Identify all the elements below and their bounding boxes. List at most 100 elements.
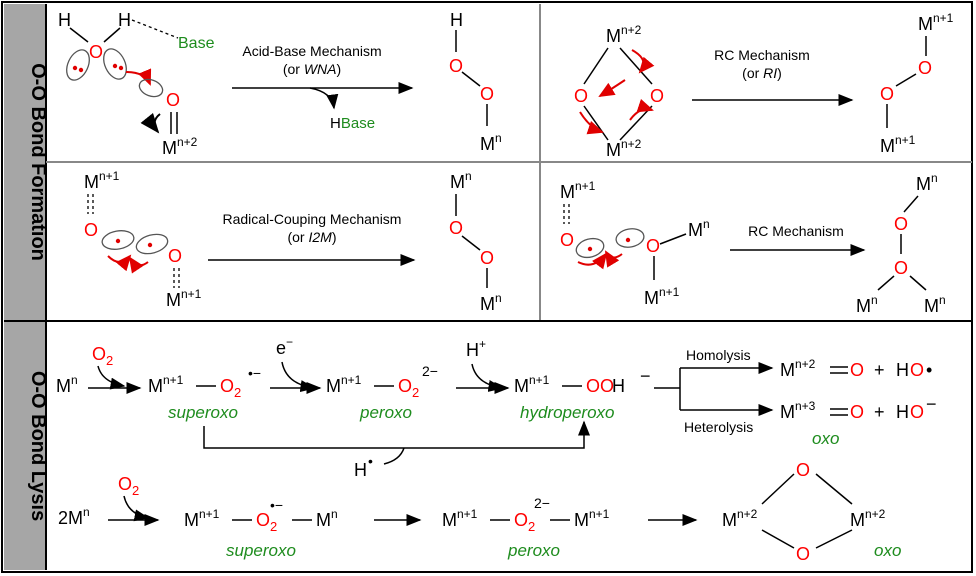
row1-hydroperoxo-metal: Mn+1 bbox=[514, 373, 550, 396]
rc2-oxo-oxygen: O bbox=[560, 230, 574, 250]
ri-product-metal-bottom: Mn+1 bbox=[880, 133, 916, 156]
row1-peroxo-metal: Mn+1 bbox=[326, 373, 362, 396]
product-oxygen-2: O bbox=[480, 84, 494, 104]
homolysis-o: O bbox=[910, 360, 924, 380]
formation-label: O-O Bond Formation bbox=[27, 63, 49, 261]
row2-oxo-oxygen-top: O bbox=[796, 460, 810, 480]
row2-peroxo-o2: O2 bbox=[514, 510, 535, 534]
heterolysis-charge: − bbox=[926, 394, 937, 414]
homolysis-h: H bbox=[896, 360, 909, 380]
water-oxygen: O bbox=[89, 42, 103, 62]
row2-start: 2Mn bbox=[58, 505, 90, 528]
i2m-mechanism-alt: (or I2M) bbox=[287, 229, 336, 245]
row2-dioxygen: O2 bbox=[118, 474, 139, 498]
row1-superoxo-metal: Mn+1 bbox=[148, 373, 184, 396]
ri-mechanism-alt: (or RI) bbox=[742, 65, 782, 81]
heterolysis-label: Heterolysis bbox=[684, 419, 753, 435]
lysis-row-2: O2 2Mn Mn+1 O2 •− Mn superoxo Mn+1 O2 2−… bbox=[58, 460, 901, 564]
ri-mechanism-name: RC Mechanism bbox=[714, 47, 810, 63]
side-bar-lysis bbox=[4, 322, 46, 570]
side-bar-formation bbox=[4, 4, 46, 320]
homolysis-metal: Mn+2 bbox=[780, 357, 816, 380]
i2m-metal-bottom: Mn+1 bbox=[166, 287, 202, 310]
row2-superoxo-metal-left: Mn+1 bbox=[184, 507, 220, 530]
row2-oxo-oxygen-bottom: O bbox=[796, 544, 810, 564]
rc2-metal-oxo: Mn+1 bbox=[560, 179, 596, 202]
row2-superoxo-metal-right: Mn bbox=[316, 507, 338, 530]
lysis-row-1: O2 Mn Mn+1 O2 •− superoxo e− Mn+1 O2 2− … bbox=[56, 335, 937, 480]
heterolysis-h: H bbox=[896, 402, 909, 422]
row1-h-radical-dot: • bbox=[368, 453, 373, 469]
i2m-product-metal-top: Mn bbox=[450, 169, 472, 192]
row2-oxo-metal-right: Mn+2 bbox=[850, 507, 886, 530]
row2-oxo-label: oxo bbox=[874, 541, 901, 560]
row1-hydroperoxo-h: H bbox=[612, 376, 625, 396]
row2-peroxo-metal-left: Mn+1 bbox=[442, 507, 478, 530]
lysis-label: O-O Bond Lysis bbox=[27, 371, 49, 521]
row1-proton: H+ bbox=[466, 337, 486, 360]
base-label: Base bbox=[178, 35, 215, 52]
rc2-product-oxygen-2: O bbox=[894, 258, 908, 278]
panel-acid-base: H H Base O O Mn+2 Acid-Base Mechanism (o… bbox=[58, 10, 502, 158]
homolysis-radical-dot: • bbox=[926, 360, 932, 380]
row1-hydroperoxo-label: hydroperoxo bbox=[520, 403, 615, 422]
row1-electron: e− bbox=[276, 335, 293, 358]
rc2-bridge-oxygen: O bbox=[646, 236, 660, 256]
ri-metal-top: Mn+2 bbox=[606, 23, 642, 46]
row1-start-metal: Mn bbox=[56, 373, 78, 396]
heterolysis-o: O bbox=[910, 402, 924, 422]
rc2-product-metal-left: Mn bbox=[856, 293, 878, 316]
hydrogen-right: H bbox=[118, 10, 131, 30]
wna-byproduct: HBase bbox=[330, 115, 375, 132]
panel-rc-ri: Mn+2 O O Mn+2 RC Mechanism (or RI) Mn+1 … bbox=[574, 11, 954, 160]
wna-mechanism-name: Acid-Base Mechanism bbox=[242, 43, 381, 59]
product-hydrogen: H bbox=[450, 10, 463, 30]
rc2-metal-bottom: Mn+1 bbox=[644, 285, 680, 308]
i2m-mechanism-name: Radical-Couping Mechanism bbox=[223, 211, 402, 227]
i2m-oxygen-right: O bbox=[168, 246, 182, 266]
ri-oxygen-right: O bbox=[650, 86, 664, 106]
row1-superoxo-label: superoxo bbox=[168, 403, 238, 422]
row2-superoxo-charge: •− bbox=[270, 497, 283, 513]
row2-oxo-metal-left: Mn+2 bbox=[722, 507, 758, 530]
row1-hydroperoxo-charge: − bbox=[640, 366, 651, 386]
i2m-product-oxygen-2: O bbox=[480, 248, 494, 268]
row1-superoxo-charge: •− bbox=[248, 365, 261, 381]
rc2-product-metal-right: Mn bbox=[924, 293, 946, 316]
i2m-product-metal-bottom: Mn bbox=[480, 291, 502, 314]
heterolysis-oxo: O bbox=[850, 402, 864, 422]
homolysis-label: Homolysis bbox=[686, 347, 751, 363]
row2-superoxo-o2: O2 bbox=[256, 510, 277, 534]
row1-h-radical: H bbox=[354, 460, 367, 480]
product-oxygen-1: O bbox=[449, 56, 463, 76]
panel-rc-2: Mn+1 O O Mn Mn+1 RC Mechanism Mn O O Mn … bbox=[560, 171, 946, 316]
ri-product-oxygen-1: O bbox=[918, 58, 932, 78]
rc2-metal-right: Mn bbox=[688, 217, 710, 240]
rc2-product-oxygen-1: O bbox=[894, 214, 908, 234]
product-metal: Mn bbox=[480, 131, 502, 154]
row1-superoxo-o2: O2 bbox=[220, 376, 241, 400]
row1-peroxo-charge: 2− bbox=[422, 363, 438, 379]
homolysis-plus: + bbox=[874, 360, 885, 380]
row2-superoxo-label: superoxo bbox=[226, 541, 296, 560]
row2-peroxo-metal-right: Mn+1 bbox=[574, 507, 610, 530]
rc2-product-metal-top: Mn bbox=[916, 171, 938, 194]
row1-hydroperoxo-oo: OO bbox=[586, 376, 614, 396]
i2m-oxygen-left: O bbox=[84, 220, 98, 240]
ri-metal-bottom: Mn+2 bbox=[606, 137, 642, 160]
ri-oxygen-left: O bbox=[574, 86, 588, 106]
row1-peroxo-o2: O2 bbox=[398, 376, 419, 400]
ri-product-metal-top: Mn+1 bbox=[918, 11, 954, 34]
wna-mechanism-alt: (or WNA) bbox=[283, 61, 341, 77]
heterolysis-metal: Mn+3 bbox=[780, 399, 816, 422]
heterolysis-plus: + bbox=[874, 402, 885, 422]
rc2-mechanism-name: RC Mechanism bbox=[748, 223, 844, 239]
row2-peroxo-label: peroxo bbox=[507, 541, 560, 560]
i2m-product-oxygen-1: O bbox=[449, 218, 463, 238]
homolysis-oxo: O bbox=[850, 360, 864, 380]
panel-radical-coupling: Mn+1 O O Mn+1 Radical-Couping Mechanism … bbox=[84, 169, 502, 314]
i2m-metal-top: Mn+1 bbox=[84, 169, 120, 192]
oxo-oxygen: O bbox=[166, 90, 180, 110]
